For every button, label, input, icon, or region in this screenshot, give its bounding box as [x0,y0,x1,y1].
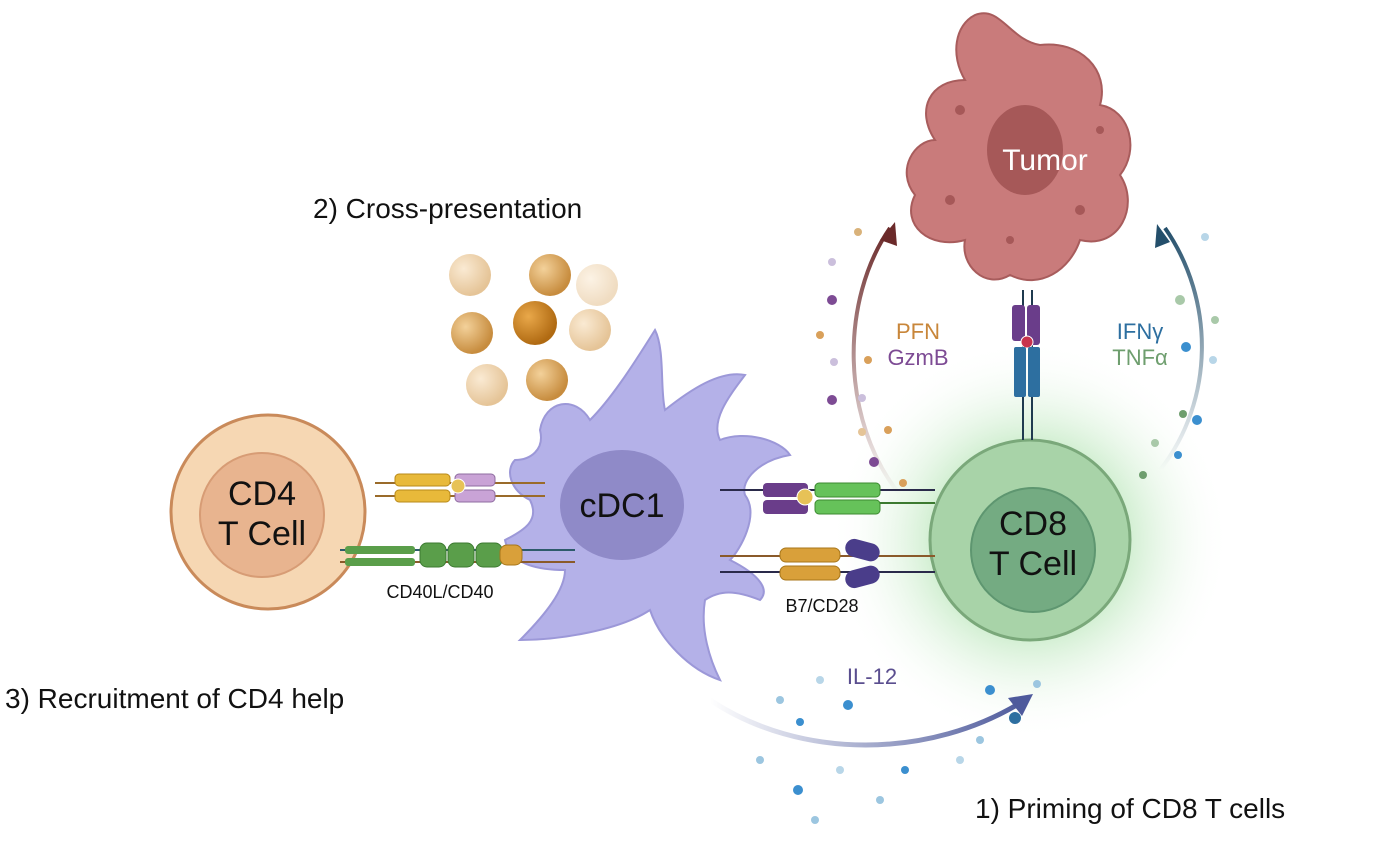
secreted-granules [756,228,1219,824]
label-cd4: CD4 [228,475,296,513]
label-il12: IL-12 [847,664,897,689]
cd4-t-cell [169,413,367,611]
label-ifng: IFNγ [1117,319,1163,344]
cd40l-cd40-complex [340,542,575,568]
label-recruitment: 3) Recruitment of CD4 help [5,683,344,714]
arrowhead [1155,224,1170,248]
label-cd40: CD40L/CD40 [386,582,493,602]
label-tumor: Tumor [1002,144,1088,177]
arrowhead [880,222,897,246]
cd8-t-cell [928,438,1132,642]
label-cd8: CD8 [999,505,1067,543]
mhc2-tcr-complex [375,473,545,503]
b7-cd28-complex [720,538,935,589]
label-pfn: PFN [896,319,940,344]
tumor-mhc-tcr [1012,290,1040,440]
label-priming: 1) Priming of CD8 T cells [975,793,1285,824]
il12-arrow [708,697,1027,748]
mhc1-tcr-complex [720,482,935,515]
cytokine-arrow [1158,226,1204,472]
label-cdc1: cDC1 [579,487,664,525]
arrowhead [1008,694,1033,716]
label-cd8-tcell: T Cell [989,545,1077,583]
label-cross-presentation: 2) Cross-presentation [313,193,582,224]
cytotoxic-arrow [851,226,902,497]
label-b7: B7/CD28 [785,596,858,616]
label-tnfa: TNFα [1112,345,1168,370]
tumor-cell [905,12,1132,281]
label-cd4-tcell: T Cell [218,515,306,553]
label-gzmb: GzmB [887,345,948,370]
